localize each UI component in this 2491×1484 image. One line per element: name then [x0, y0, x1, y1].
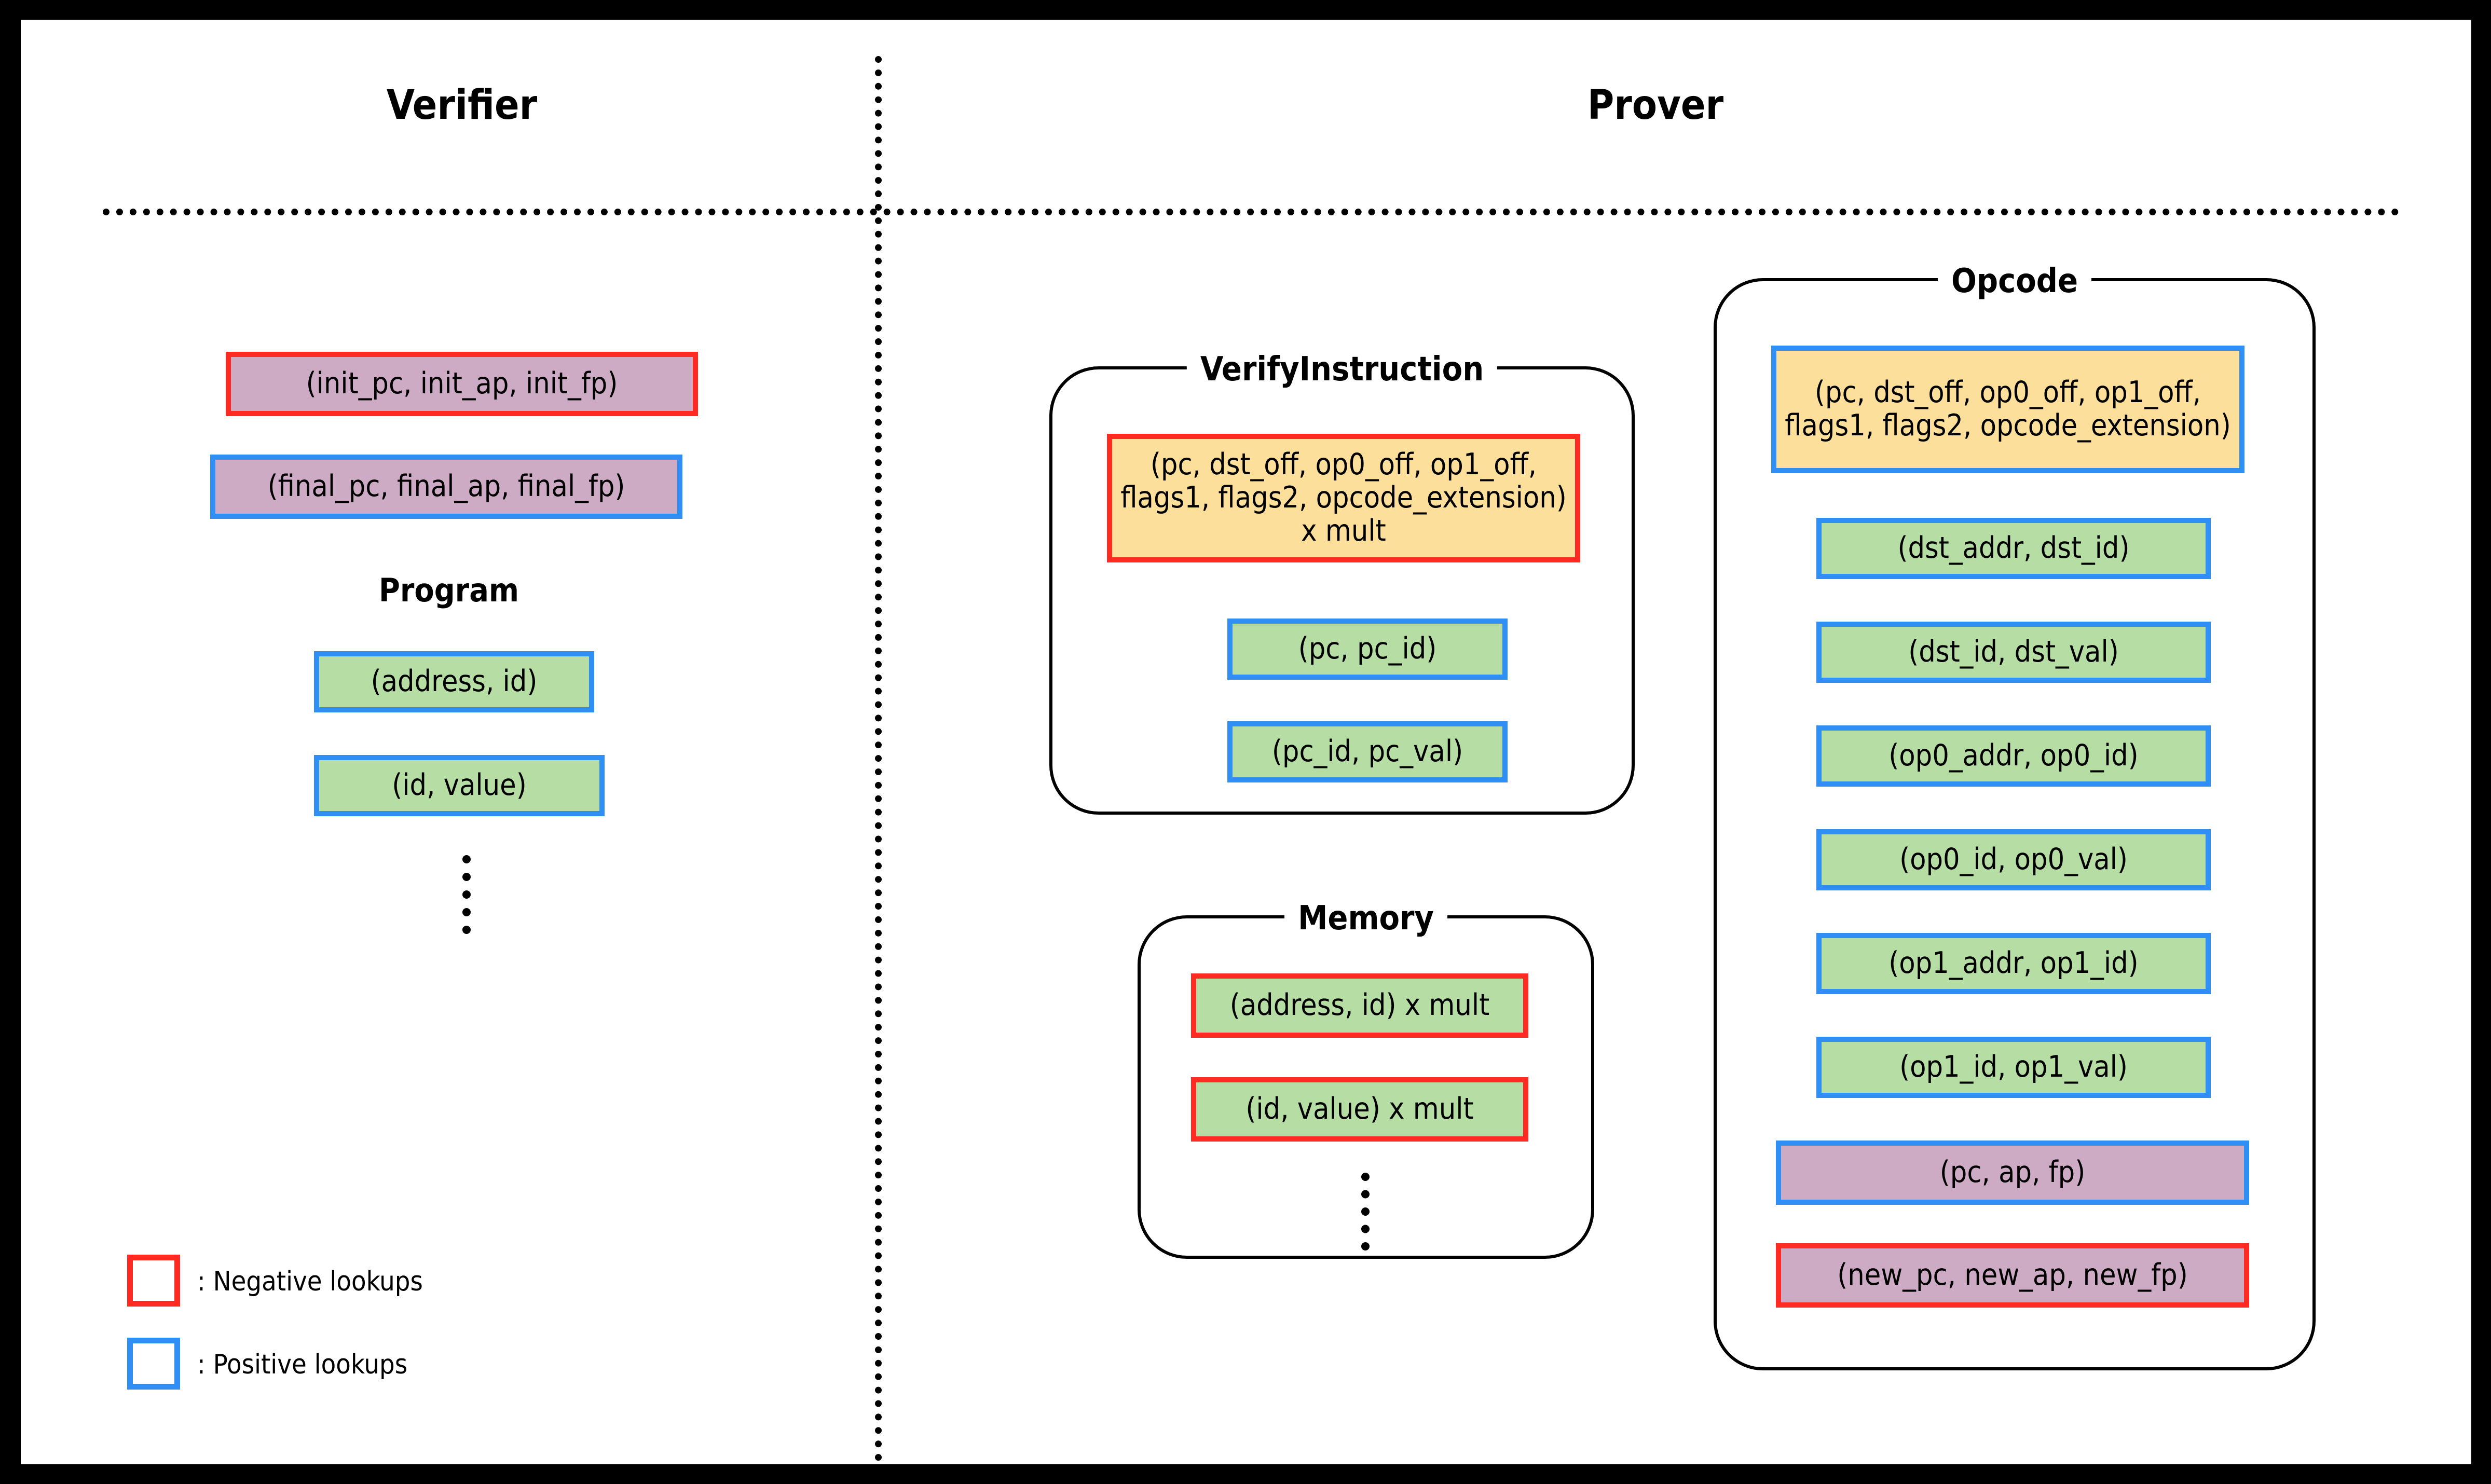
- chip-label: (address, id) x mult: [1229, 988, 1490, 1023]
- chip-label: (dst_id, dst_val): [1908, 635, 2119, 669]
- chip-opcode-new-registers: (new_pc, new_ap, new_fp): [1776, 1243, 2249, 1308]
- chip-label: (pc_id, pc_val): [1271, 734, 1463, 769]
- chip-vi-pcid-pcval: (pc_id, pc_val): [1227, 721, 1508, 782]
- column-title-verifier: Verifier: [386, 82, 538, 129]
- column-title-prover: Prover: [1587, 82, 1724, 129]
- column-divider: [875, 56, 882, 1464]
- chip-vi-pc-pcid: (pc, pc_id): [1227, 619, 1508, 680]
- chip-init-state: (init_pc, init_ap, init_fp): [226, 352, 698, 416]
- header-divider: [103, 209, 2399, 215]
- chip-memory-id-value: (id, value) x mult: [1191, 1077, 1528, 1142]
- chip-opcode-op1-addr-id: (op1_addr, op1_id): [1816, 933, 2211, 994]
- memory-ellipsis: [1361, 1173, 1370, 1251]
- chip-label: (pc, dst_off, op0_off, op1_off, flags1, …: [1785, 375, 2231, 443]
- group-title-verify-instruction: VerifyInstruction: [1186, 353, 1498, 386]
- diagram-canvas: Verifier Prover (init_pc, init_ap, init_…: [21, 20, 2471, 1464]
- chip-final-state: (final_pc, final_ap, final_fp): [210, 455, 682, 519]
- chip-opcode-op0-id-val: (op0_id, op0_val): [1816, 829, 2211, 890]
- chip-opcode-instruction-tuple: (pc, dst_off, op0_off, op1_off, flags1, …: [1771, 346, 2244, 473]
- group-title-memory: Memory: [1284, 902, 1447, 935]
- legend-swatch-positive: [127, 1338, 180, 1390]
- chip-label: (op1_addr, op1_id): [1888, 946, 2139, 981]
- group-memory: Memory: [1138, 902, 1594, 1259]
- chip-label: (pc, dst_off, op0_off, op1_off, flags1, …: [1120, 447, 1567, 548]
- chip-label: (op0_id, op0_val): [1899, 842, 2128, 877]
- group-verify-instruction: VerifyInstruction: [1049, 353, 1635, 815]
- chip-label: (id, value): [392, 768, 527, 803]
- chip-opcode-dst-addr-id: (dst_addr, dst_id): [1816, 518, 2211, 579]
- section-title-program: Program: [379, 571, 519, 609]
- chip-label: (op1_id, op1_val): [1899, 1050, 2128, 1084]
- chip-label: (final_pc, final_ap, final_fp): [267, 469, 625, 504]
- chip-label: (new_pc, new_ap, new_fp): [1837, 1258, 2188, 1293]
- chip-memory-address-id: (address, id) x mult: [1191, 973, 1528, 1038]
- chip-label: (op0_addr, op0_id): [1888, 738, 2139, 773]
- chip-label: (pc, pc_id): [1298, 631, 1437, 666]
- group-opcode: Opcode: [1714, 265, 2316, 1370]
- group-title-opcode: Opcode: [1937, 265, 2092, 298]
- chip-opcode-op0-addr-id: (op0_addr, op0_id): [1816, 725, 2211, 787]
- legend-label-positive: : Positive lookups: [197, 1349, 408, 1380]
- chip-label: (dst_addr, dst_id): [1897, 531, 2130, 566]
- chip-opcode-registers: (pc, ap, fp): [1776, 1141, 2249, 1205]
- legend-label-negative: : Negative lookups: [197, 1266, 423, 1297]
- chip-program-address-id: (address, id): [314, 651, 594, 712]
- chip-label: (pc, ap, fp): [1939, 1155, 2086, 1190]
- legend-swatch-negative: [127, 1255, 180, 1307]
- chip-opcode-op1-id-val: (op1_id, op1_val): [1816, 1037, 2211, 1098]
- chip-vi-instruction-tuple: (pc, dst_off, op0_off, op1_off, flags1, …: [1107, 434, 1580, 562]
- chip-label: (id, value) x mult: [1246, 1092, 1474, 1126]
- chip-opcode-dst-id-val: (dst_id, dst_val): [1816, 622, 2211, 683]
- chip-program-id-value: (id, value): [314, 755, 605, 816]
- program-ellipsis: [462, 855, 471, 934]
- chip-label: (init_pc, init_ap, init_fp): [306, 366, 618, 401]
- chip-label: (address, id): [371, 664, 538, 699]
